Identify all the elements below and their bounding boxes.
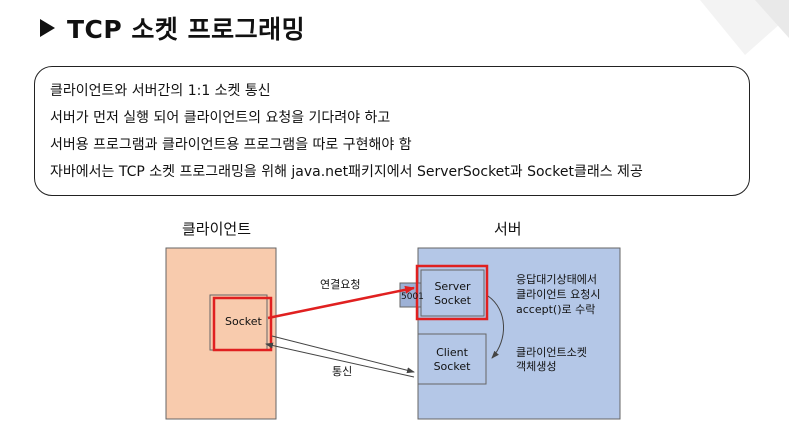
summary-line-3: 서버용 프로그램과 클라이언트용 프로그램을 따로 구현해야 함 [50, 137, 412, 153]
server-socket-label-2: Socket [434, 294, 471, 307]
communication-arrow-right [271, 335, 415, 374]
server-socket-highlight [415, 264, 489, 321]
port-label: 5001 [401, 292, 424, 302]
accept-note-line-1: 응답대기상태에서 [516, 273, 597, 286]
connect-request-label: 연결요청 [320, 278, 361, 291]
client-heading: 클라이언트 [182, 220, 252, 238]
client-socket-label: Socket [225, 315, 262, 328]
summary-line-4: 자바에서는 TCP 소켓 프로그래밍을 위해 java.net패키지에서 Ser… [50, 164, 643, 180]
create-note-line-1: 클라이언트소켓 [516, 346, 587, 359]
server-client-socket-label-2: Socket [433, 360, 471, 373]
server-client-socket-box [417, 333, 487, 385]
server-heading: 서버 [494, 220, 522, 238]
server-socket-label-1: Server [434, 280, 471, 293]
corner-decoration [700, 0, 789, 55]
page-title-text: TCP 소켓 프로그래밍 [67, 15, 306, 44]
summary-box: 클라이언트와 서버간의 1:1 소켓 통신 서버가 먼저 실행 되어 클라이언트… [34, 66, 750, 196]
client-socket-highlight [212, 296, 273, 352]
communication-arrow-left [265, 342, 415, 378]
accept-note-line-2: 클라이언트 요청시 [516, 288, 601, 301]
accept-curve-arrow [487, 295, 505, 359]
server-client-socket-label-1: Client [436, 346, 468, 359]
connect-request-arrow [267, 285, 415, 320]
triangle-bullet-icon [40, 19, 55, 37]
client-socket-box [209, 294, 268, 351]
summary-line-2: 서버가 먼저 실행 되어 클라이언트의 요청을 기다려야 하고 [50, 110, 391, 126]
server-socket-box [420, 269, 485, 317]
accept-note-line-3: accept()로 수락 [516, 303, 596, 316]
create-note-line-2: 객체생성 [516, 360, 557, 373]
page-title: TCP 소켓 프로그래밍 [40, 10, 305, 46]
communication-label: 통신 [332, 365, 353, 378]
summary-line-1: 클라이언트와 서버간의 1:1 소켓 통신 [50, 83, 271, 99]
